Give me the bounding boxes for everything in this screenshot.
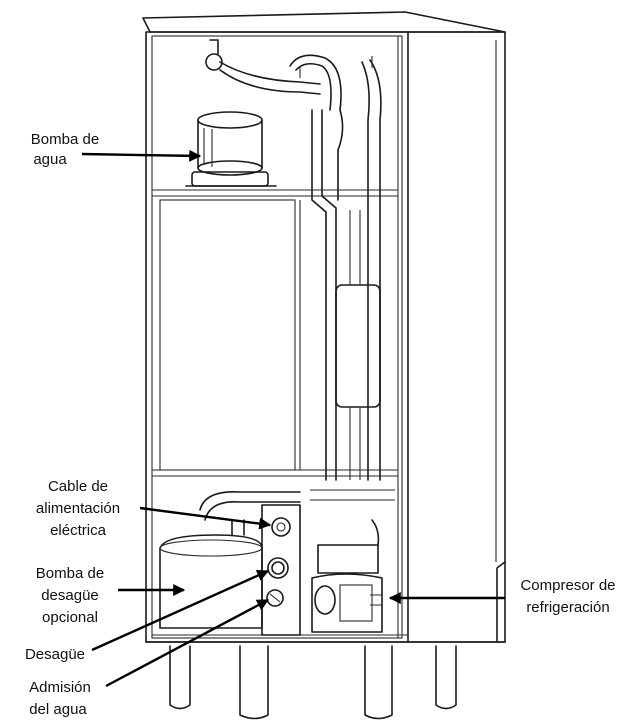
label-power-cable-line1: Cable de [48, 478, 108, 495]
callout-compressor: Compresor de refrigeración [388, 577, 616, 616]
callout-drain: Desagüe [25, 569, 270, 663]
label-water-pump-line1: Bomba de [31, 131, 99, 148]
callout-drain-pump: Bomba de desagüe opcional [36, 565, 186, 626]
label-water-pump-line2: agua [33, 151, 67, 168]
callout-power-cable: Cable de alimentación eléctrica [36, 478, 272, 539]
cabinet [142, 11, 506, 643]
label-power-cable-line2: alimentación [36, 500, 120, 517]
label-water-inlet-line2: del agua [29, 701, 87, 718]
label-compressor-line2: refrigeración [526, 599, 609, 616]
label-drain-pump-line2: desagüe [41, 587, 99, 604]
label-drain: Desagüe [25, 646, 85, 663]
legs [169, 645, 457, 720]
callout-water-inlet: Admisión del agua [29, 598, 270, 718]
label-drain-pump-line1: Bomba de [36, 565, 104, 582]
water-pump [185, 111, 277, 187]
callout-water-pump: Bomba de agua [31, 131, 202, 168]
label-drain-pump-line3: opcional [42, 609, 98, 626]
label-compressor-line1: Compresor de [520, 577, 615, 594]
lower-machinery [159, 489, 395, 636]
label-power-cable-line3: eléctrica [50, 522, 107, 539]
tubing [205, 39, 382, 481]
label-water-inlet-line1: Admisión [29, 679, 91, 696]
